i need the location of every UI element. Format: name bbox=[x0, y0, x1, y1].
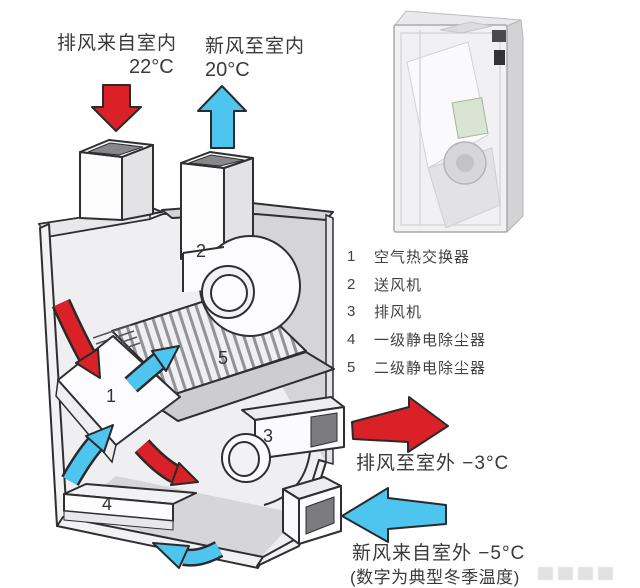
legend-item: 1 空气热交换器 bbox=[347, 243, 486, 271]
legend-label: 一级静电除尘器 bbox=[374, 332, 487, 350]
exhaust-fan bbox=[221, 396, 345, 506]
middle-shelf bbox=[149, 351, 335, 422]
indoor-exhaust-in-arrow bbox=[91, 84, 142, 132]
photo-control-panel bbox=[492, 30, 506, 42]
legend-label: 送风机 bbox=[374, 276, 423, 294]
outdoor-supply-label: 新风来自室外 −5°C bbox=[352, 543, 526, 564]
outdoor-intake-duct bbox=[282, 476, 342, 545]
outdoor-exhaust-out-arrow bbox=[351, 396, 449, 453]
legend-label: 二级静电除尘器 bbox=[374, 359, 487, 377]
callout-heat-exchanger: 1 bbox=[106, 386, 117, 406]
intake-floor-arrow bbox=[152, 541, 224, 569]
indoor-exhaust-label: 排风来自室内 bbox=[57, 33, 178, 54]
photo-top-vent bbox=[439, 21, 493, 34]
indoor-supply-temp: 20°C bbox=[205, 59, 250, 81]
parts-legend: 1 空气热交换器 2 送风机 3 排风机 4 一级静电除尘器 5 二级静电除尘器 bbox=[347, 243, 486, 381]
exhaust-toward-fan-arrow bbox=[134, 439, 199, 486]
legend-item: 2 送风机 bbox=[347, 271, 486, 299]
legend-label: 排风机 bbox=[374, 304, 423, 322]
callout-supply-fan: 2 bbox=[196, 241, 207, 261]
cabinet-right-lower-edge bbox=[256, 459, 327, 567]
indoor-exhaust-temp: 22°C bbox=[129, 56, 174, 78]
legend-item: 5 二级静电除尘器 bbox=[347, 353, 486, 381]
primary-filter bbox=[63, 483, 197, 531]
watermark-remnant bbox=[538, 567, 613, 580]
outdoor-exhaust-label: 排风至室外 −3°C bbox=[356, 453, 510, 474]
fresh-air-up-arrow bbox=[124, 345, 180, 393]
outdoor-fresh-in-arrow bbox=[341, 487, 447, 543]
callout-secondary-filter: 5 bbox=[218, 348, 229, 368]
legend-num: 2 bbox=[347, 275, 356, 293]
legend-item: 3 排风机 bbox=[347, 298, 486, 326]
legend-num: 3 bbox=[347, 303, 356, 321]
legend-num: 5 bbox=[347, 358, 356, 376]
product-photo bbox=[393, 10, 524, 234]
legend-label: 空气热交换器 bbox=[374, 249, 471, 267]
legend-num: 1 bbox=[347, 248, 356, 266]
callout-exhaust-fan: 3 bbox=[263, 426, 274, 446]
warm-air-down-arrow bbox=[51, 298, 101, 379]
supply-fan bbox=[182, 235, 301, 337]
footnote: (数字为典型冬季温度) bbox=[350, 568, 520, 587]
legend-num: 4 bbox=[347, 331, 356, 349]
indoor-exhaust-duct bbox=[79, 139, 154, 221]
photo-pcb bbox=[451, 97, 489, 139]
fresh-air-lower-arrow bbox=[61, 424, 114, 486]
indoor-supply-out-arrow bbox=[197, 85, 247, 149]
indoor-supply-label: 新风至室内 bbox=[205, 36, 306, 57]
internal-airflow-arrows bbox=[51, 298, 224, 569]
legend-item: 4 一级静电除尘器 bbox=[347, 326, 486, 354]
callout-primary-filter: 4 bbox=[102, 494, 113, 514]
